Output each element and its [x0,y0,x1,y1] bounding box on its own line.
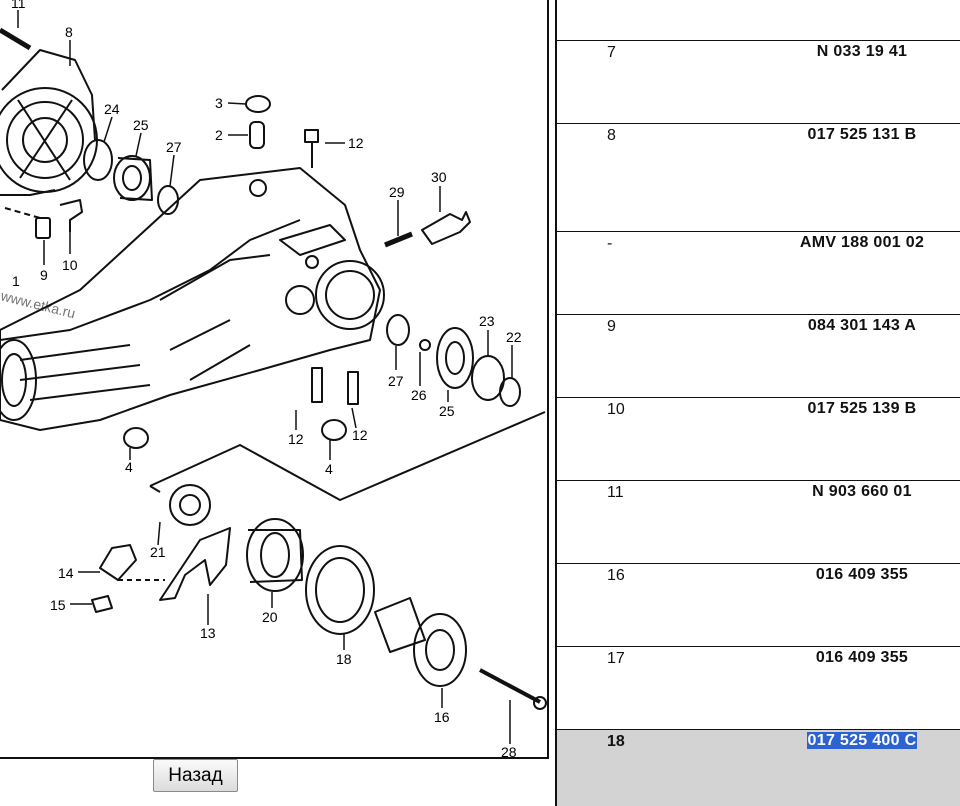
callout: 12 [348,135,364,151]
part-number[interactable]: 017 525 400 C [757,732,960,750]
table-row[interactable]: 16 016 409 355 [557,563,960,648]
callout: 10 [62,257,78,273]
callout: 1 [12,273,20,289]
callout: 12 [288,431,304,447]
callout: 11 [11,0,26,11]
diagram-border [0,757,549,759]
callout: 22 [506,329,522,345]
callout: 4 [125,459,133,475]
watermark: www.etka.ru [0,287,77,321]
callout: 14 [58,565,74,581]
callout: 27 [388,373,404,389]
row-number: 10 [607,401,625,418]
table-row-selected[interactable]: 18 017 525 400 C [557,729,960,806]
callout: 29 [389,184,405,200]
row-number: 17 [607,650,625,667]
diagram-border [547,0,549,759]
callout: 28 [501,744,517,759]
table-row[interactable]: 17 016 409 355 [557,646,960,731]
callout: 25 [133,117,149,133]
part-number[interactable]: 016 409 355 [815,566,909,583]
table-row[interactable]: 8 017 525 131 B [557,123,960,233]
part-number[interactable]: 017 525 139 B [807,400,917,417]
part-number[interactable]: 017 525 131 B [807,126,917,143]
callout: 13 [200,625,216,641]
callout: 30 [431,169,447,185]
row-number: 16 [607,567,625,584]
table-row[interactable]: 9 084 301 143 A [557,314,960,399]
row-number: 11 [607,484,624,501]
callout: 12 [352,427,368,443]
part-number[interactable]: AMV 188 001 02 [799,234,925,251]
table-row[interactable]: - AMV 188 001 02 [557,231,960,316]
table-row[interactable]: 7 N 033 19 41 [557,40,960,124]
callout-labels: 11 8 24 25 27 3 2 12 29 30 9 10 1 23 22 … [11,0,522,759]
callout: 26 [411,387,427,403]
table-row[interactable]: 10 017 525 139 B [557,397,960,482]
row-number: - [607,235,613,252]
callout: 24 [104,101,120,117]
callout: 8 [65,24,73,40]
callout: 27 [166,139,182,155]
callout: 16 [434,709,450,725]
callout: 4 [325,461,333,477]
part-number[interactable]: 084 301 143 A [807,317,917,334]
callout: 25 [439,403,455,419]
callout: 18 [336,651,352,667]
row-number: 18 [607,733,625,750]
part-number[interactable]: N 033 19 41 [816,43,908,60]
part-number[interactable]: 016 409 355 [815,649,909,666]
callout: 20 [262,609,278,625]
callout: 23 [479,313,495,329]
part-number[interactable]: N 903 660 01 [812,483,912,500]
callout: 15 [50,597,66,613]
rear-differential-drawing: www.etka.ru [0,0,547,759]
callout: 9 [40,267,48,283]
parts-table: 7 N 033 19 41 8 017 525 131 B - AMV 188 … [555,0,960,806]
callout: 2 [215,127,223,143]
callout: 3 [215,95,223,111]
row-number: 7 [607,44,616,61]
row-number: 9 [607,318,616,335]
row-number: 8 [607,127,616,144]
callout: 21 [150,544,166,560]
selected-text[interactable]: 017 525 400 C [806,732,918,749]
exploded-diagram: www.etka.ru [0,0,549,759]
back-button[interactable]: Назад [153,759,238,792]
table-row[interactable]: 11 N 903 660 01 [557,480,960,565]
